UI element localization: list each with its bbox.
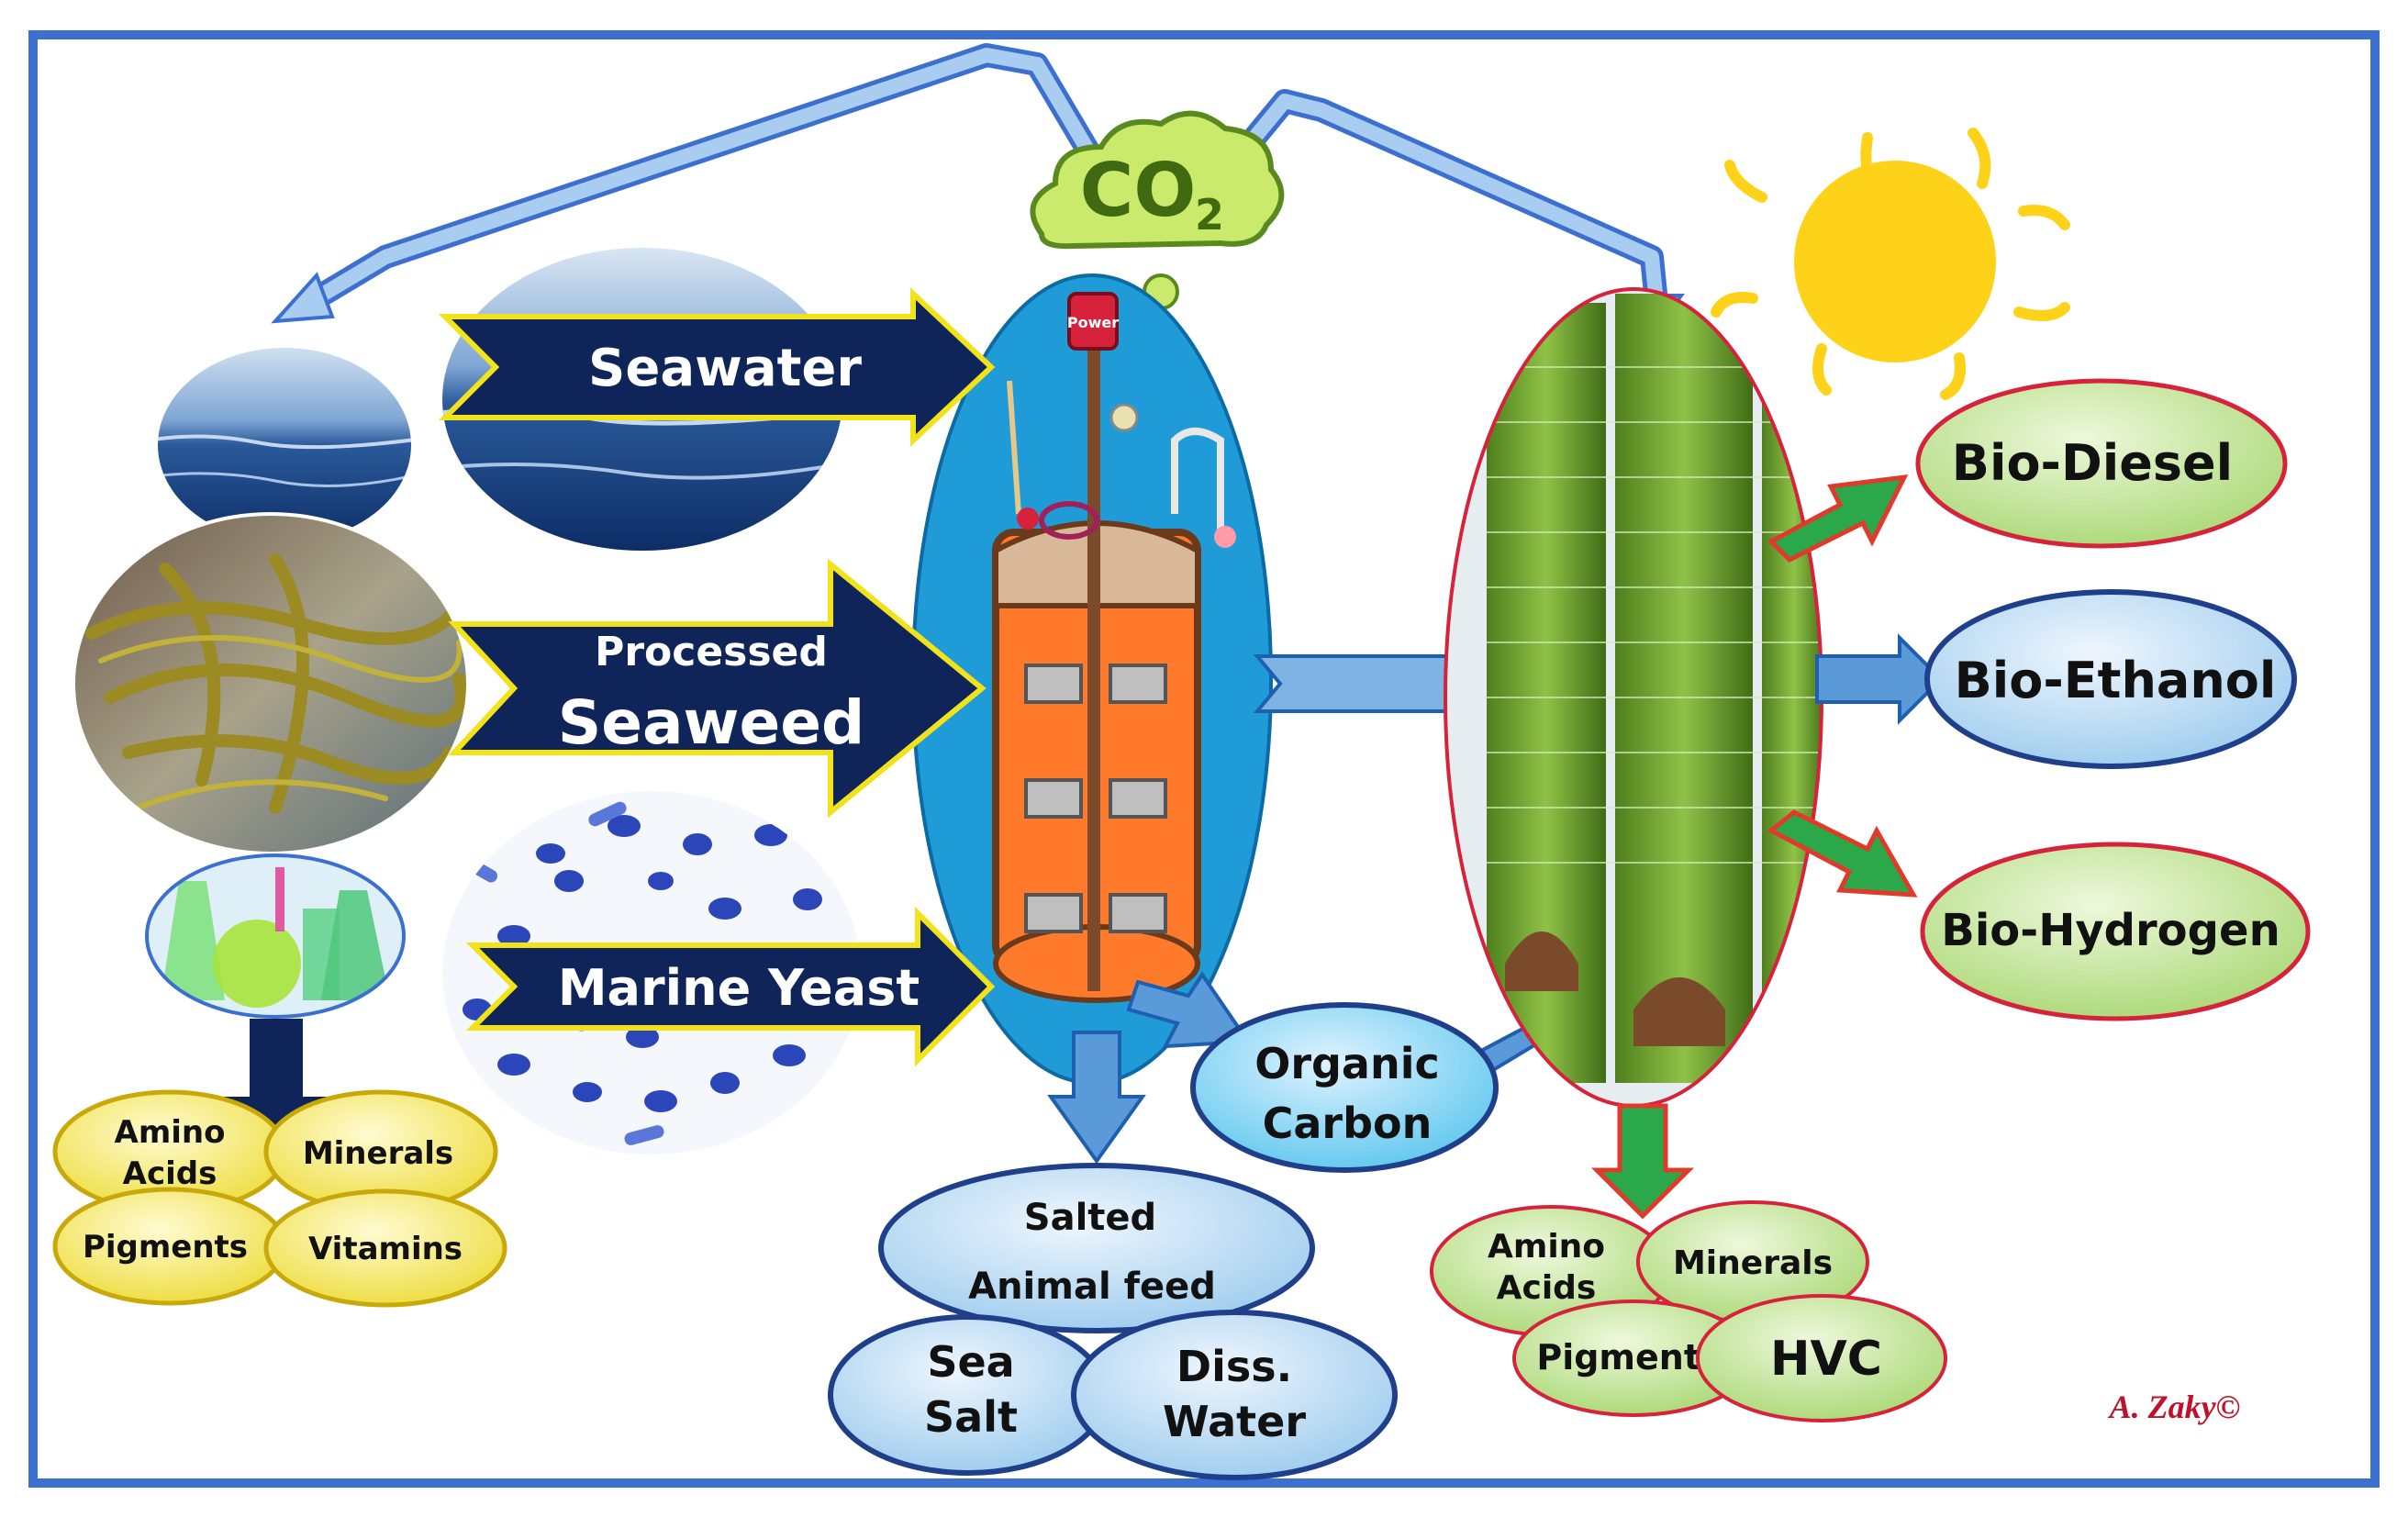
left-amino-line2: Acids: [123, 1155, 217, 1192]
seaweed-label-line2: Seaweed: [558, 687, 865, 758]
dissolved-water-node: Diss. Water: [1071, 1310, 1398, 1480]
co2-label: CO: [1080, 148, 1197, 233]
left-vitamins-label: Vitamins: [308, 1231, 463, 1267]
to-biodiesel-arrow: [1767, 474, 1909, 563]
seawater-arrow: Seawater: [438, 287, 996, 447]
left-minerals-label: Minerals: [303, 1135, 453, 1172]
salted-line1: Salted: [1024, 1197, 1156, 1239]
lab-glassware-photo: [145, 853, 406, 1019]
algae-amino-line1: Amino: [1488, 1228, 1605, 1266]
sun-icon: [1711, 128, 2070, 400]
algae-hvc-label: HVC: [1770, 1332, 1882, 1387]
seaweed-label-line1: Processed: [595, 629, 828, 675]
sea-salt-node: Sea Salt: [828, 1314, 1109, 1476]
reactor-products: Salted Animal feed Sea Salt Diss. Water: [828, 1163, 1398, 1480]
algae-hvc-node: HVC: [1696, 1294, 1947, 1422]
processed-seaweed-arrow: Processed Seaweed: [448, 558, 987, 819]
diss-water-line2: Water: [1163, 1397, 1306, 1446]
co2-subscript: 2: [1195, 190, 1224, 240]
to-biohydrogen-arrow: [1767, 809, 1918, 898]
reactor-to-organic-carbon-arrow: [1126, 971, 1252, 1049]
algae-minerals-node: Minerals: [1636, 1200, 1869, 1323]
sea-salt-line1: Sea: [927, 1337, 1014, 1387]
reactor-to-algae-arrow: [1253, 654, 1466, 713]
author-credit: A. Zaky©: [2108, 1389, 2241, 1425]
left-pigments-label: Pigments: [83, 1229, 248, 1266]
left-amino-line1: Amino: [115, 1114, 226, 1151]
biodiesel-node: Bio-Diesel: [1915, 378, 2288, 549]
algae-minerals-label: Minerals: [1673, 1244, 1833, 1282]
algae-amino-line2: Acids: [1497, 1269, 1597, 1307]
biohydrogen-node: Bio-Hydrogen: [1920, 842, 2311, 1021]
organic-carbon-line1: Organic: [1254, 1039, 1440, 1088]
to-algae-products-arrow: [1590, 1103, 1695, 1220]
seawater-label: Seawater: [588, 339, 862, 398]
biohydrogen-label: Bio-Hydrogen: [1941, 905, 2280, 956]
salted-animal-feed-node: Salted Animal feed: [878, 1163, 1315, 1333]
algae-pigments-label: Pigments: [1536, 1337, 1721, 1378]
organic-carbon-line2: Carbon: [1263, 1099, 1433, 1148]
biodiesel-label: Bio-Diesel: [1952, 434, 2233, 492]
bioethanol-node: Bio-Ethanol: [1924, 589, 2297, 769]
salted-line2: Animal feed: [968, 1266, 1216, 1308]
organic-carbon-node: Organic Carbon: [1190, 1002, 1499, 1173]
algae-photobioreactor: [1444, 287, 1823, 1108]
left-pigments-node: Pigments: [52, 1187, 287, 1306]
seaweed-photo: [72, 512, 470, 855]
algae-pigments-node: Pigments: [1512, 1299, 1755, 1417]
marine-yeast-label: Marine Yeast: [558, 959, 920, 1017]
co2-cloud: CO 2: [1030, 110, 1285, 310]
power-label: Power: [1067, 314, 1119, 331]
fermenter: Power: [911, 273, 1273, 1085]
marine-yeast-arrow: Marine Yeast: [465, 906, 996, 1067]
diss-water-line1: Diss.: [1176, 1342, 1292, 1391]
bioethanol-label: Bio-Ethanol: [1955, 652, 2277, 709]
left-products: Amino Acids Minerals Pigments Vitamins: [52, 1089, 507, 1308]
reactor-to-byproducts-arrow: [1047, 1031, 1146, 1165]
sea-salt-line2: Salt: [924, 1392, 1018, 1442]
algae-products: Amino Acids Minerals Pigments HVC: [1430, 1200, 1947, 1422]
to-bioethanol-arrow: [1815, 633, 1944, 725]
left-vitamins-node: Vitamins: [263, 1188, 507, 1308]
